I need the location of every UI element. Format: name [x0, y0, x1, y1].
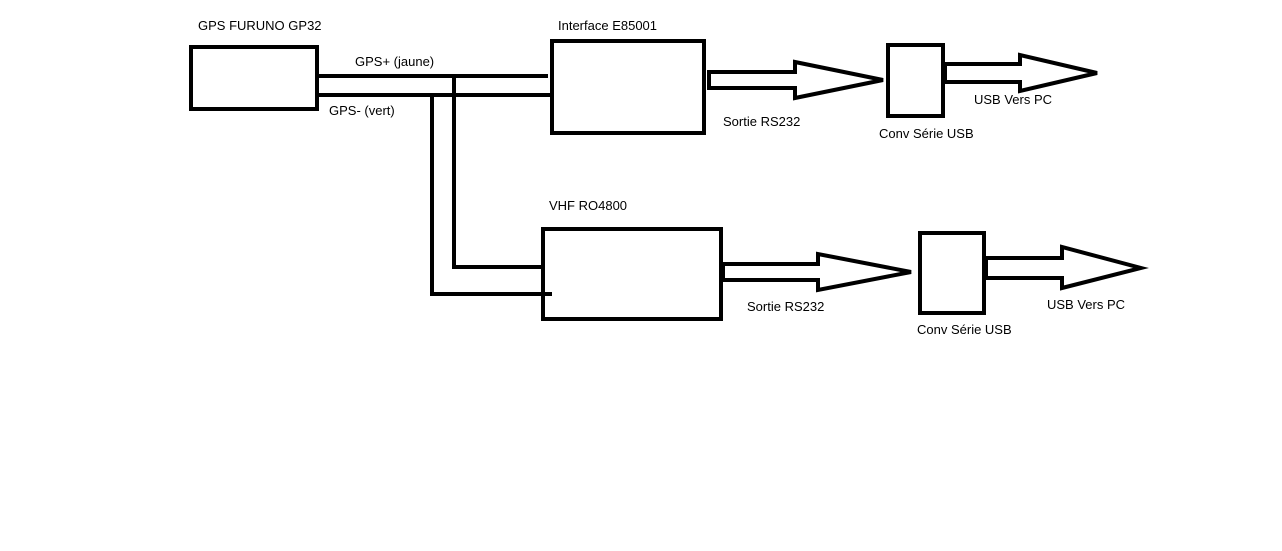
- gps-label: GPS FURUNO GP32: [198, 18, 322, 33]
- wires: GPS+ (jaune) GPS- (vert): [317, 54, 552, 296]
- bottom-converter-box: [918, 231, 986, 315]
- gps-box: [189, 45, 319, 111]
- vhf-node: VHF RO4800: [541, 198, 723, 321]
- top-rs232-arrow: [707, 59, 884, 101]
- gps-minus-wire-label: GPS- (vert): [329, 103, 395, 118]
- interface-box: [550, 39, 706, 135]
- vhf-label: VHF RO4800: [549, 198, 627, 213]
- gps-plus-wire-to-vhf: [452, 76, 545, 269]
- bottom-usb-arrow: [984, 244, 1149, 291]
- top-converter-label: Conv Série USB: [879, 126, 974, 141]
- top-usb-arrow: [943, 52, 1098, 94]
- top-rs232-label: Sortie RS232: [723, 114, 800, 129]
- bottom-rs232-arrow: [721, 251, 912, 293]
- interface-node: Interface E85001: [550, 18, 706, 135]
- gps-node: GPS FURUNO GP32: [189, 18, 322, 111]
- bottom-rs232-label: Sortie RS232: [747, 299, 824, 314]
- top-usb-label: USB Vers PC: [974, 92, 1052, 107]
- bottom-converter-label: Conv Série USB: [917, 322, 1012, 337]
- top-converter-box: [886, 43, 945, 118]
- bottom-usb-label: USB Vers PC: [1047, 297, 1125, 312]
- gps-minus-wire-to-vhf: [430, 95, 552, 296]
- gps-plus-wire-label: GPS+ (jaune): [355, 54, 434, 69]
- vhf-box: [541, 227, 723, 321]
- bottom-output-chain: Sortie RS232 Conv Série USB USB Vers PC: [721, 231, 1149, 337]
- interface-label: Interface E85001: [558, 18, 657, 33]
- top-output-chain: Sortie RS232 Conv Série USB USB Vers PC: [707, 43, 1098, 141]
